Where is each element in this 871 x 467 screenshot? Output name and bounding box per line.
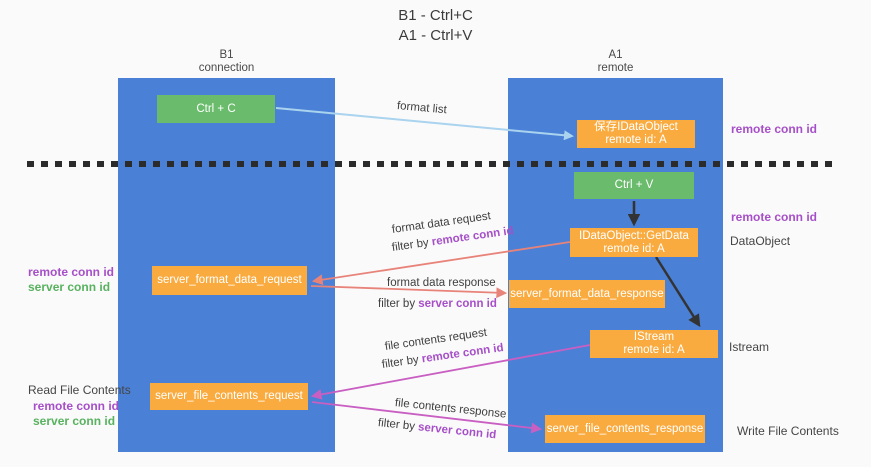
dataobject-side-label: DataObject (730, 234, 791, 248)
idataobject-getdata-line1: IDataObject::GetData (579, 229, 689, 242)
ctrl-v-label: Ctrl + V (614, 179, 654, 191)
format-data-response-arrow (310, 285, 508, 299)
server-file-contents-response-label: server_file_contents_response (546, 422, 704, 435)
diagram-title: B1 - Ctrl+C A1 - Ctrl+V (0, 6, 871, 46)
format-list-arrow (275, 107, 574, 141)
left-remote-conn-id-label-1: remote conn id (28, 265, 115, 279)
right-column-header: A1 remote (508, 49, 723, 75)
left-remote-conn-id-label-2: remote conn id (33, 399, 120, 413)
title-line-1: B1 - Ctrl+C (398, 7, 473, 24)
right-remote-conn-id-label-2: remote conn id (731, 210, 818, 224)
left-column-name: B1 (219, 49, 234, 61)
left-column-header: B1 connection (118, 49, 335, 75)
read-file-contents-label: Read File Contents (28, 383, 131, 397)
idataobject-getdata-line2: remote id: A (603, 242, 665, 255)
write-file-contents-label: Write File Contents (737, 424, 839, 438)
file-contents-request-arrow (310, 344, 591, 400)
ctrl-c-label: Ctrl + C (196, 102, 236, 115)
istream-line1: IStream (633, 331, 675, 343)
left-server-conn-id-label-1: server conn id (28, 280, 111, 294)
file-contents-response-arrow (311, 401, 543, 434)
save-idataobject-box: 保存IDataObject remote id: A (577, 120, 695, 148)
idataobject-getdata-box: IDataObject::GetData remote id: A (570, 228, 698, 257)
format-data-request-arrow (311, 241, 571, 286)
server-file-contents-request-box: server_file_contents_request (150, 383, 308, 410)
save-idataobject-line1: 保存IDataObject (594, 121, 678, 133)
format-data-response-label: format data response (387, 277, 496, 289)
ctrl-c-box: Ctrl + C (157, 95, 275, 123)
left-server-conn-id-label-2: server conn id (33, 414, 116, 428)
server-format-data-response-label: server_format_data_response (510, 287, 664, 300)
title-line-2: A1 - Ctrl+V (398, 27, 473, 44)
left-column-role: connection (198, 62, 255, 74)
server-format-data-request-label: server_format_data_request (157, 274, 302, 286)
server-file-contents-request-label: server_file_contents_request (155, 390, 303, 402)
right-column-name: A1 (608, 49, 623, 61)
istream-box: IStream remote id: A (590, 330, 718, 358)
istream-line2: remote id: A (623, 344, 685, 356)
right-remote-conn-id-label-1: remote conn id (731, 122, 818, 136)
filter-by-server-conn-id-label-1: filter by server conn id (378, 298, 497, 310)
filter-by-text: filter by (378, 298, 419, 310)
server-format-data-response-box: server_format_data_response (509, 280, 665, 308)
save-idataobject-line2: remote id: A (605, 134, 667, 146)
getdata-to-istream-arrow (654, 256, 701, 328)
server-file-contents-response-box: server_file_contents_response (545, 415, 705, 443)
istream-side-label: Istream (729, 340, 770, 354)
ctrl-v-box: Ctrl + V (574, 172, 694, 199)
server-conn-id-text: server conn id (418, 298, 497, 310)
server-format-data-request-box: server_format_data_request (152, 266, 307, 295)
right-column-role: remote (597, 62, 634, 74)
